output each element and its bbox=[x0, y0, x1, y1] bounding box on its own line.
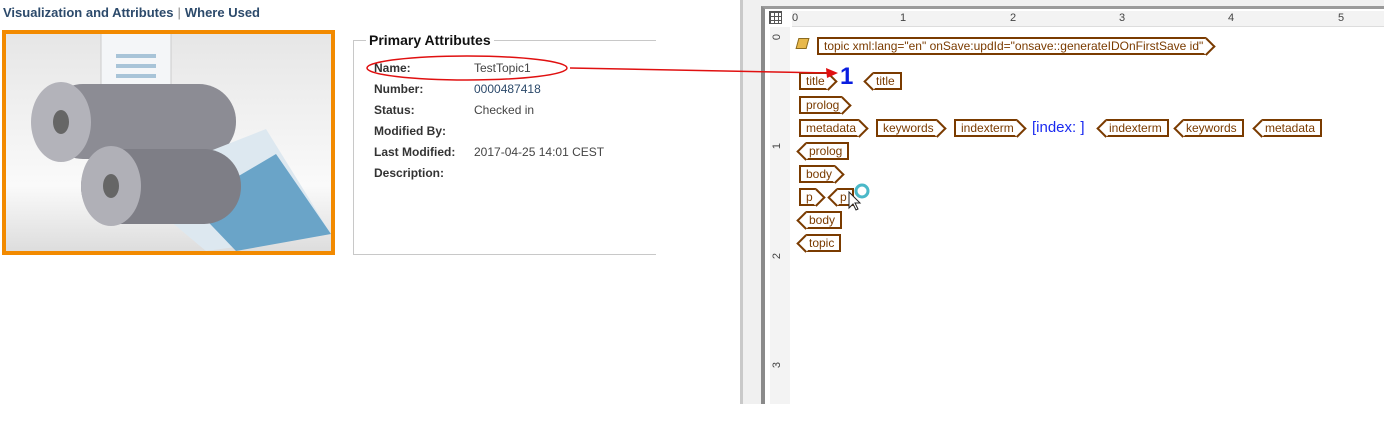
tab-where-used[interactable]: Where Used bbox=[184, 5, 260, 20]
attribute-row-last-modified: Last Modified: 2017-04-25 14:01 CEST bbox=[374, 145, 604, 159]
ruler-label: 5 bbox=[1338, 12, 1345, 24]
vertical-ruler: 0 1 2 3 bbox=[770, 27, 790, 404]
tag-keywords-open[interactable]: keywords bbox=[876, 119, 937, 137]
attribute-row-description: Description: bbox=[374, 166, 474, 180]
title-content[interactable]: 1 bbox=[840, 63, 854, 90]
tab-separator: | bbox=[177, 5, 181, 20]
tab-bar: Visualization and Attributes|Where Used bbox=[3, 5, 260, 20]
tag-title-open[interactable]: title bbox=[799, 72, 828, 90]
attribute-label: Description: bbox=[374, 166, 445, 180]
highlight-ellipse bbox=[366, 55, 568, 81]
attribute-value: Checked in bbox=[474, 103, 535, 117]
editor-canvas[interactable]: 0 1 2 3 4 5 0 1 2 3 bbox=[761, 6, 1384, 404]
attribute-value: 2017-04-25 14:01 CEST bbox=[474, 145, 605, 159]
ruler-label: 0 bbox=[792, 12, 799, 24]
attribute-label: Last Modified: bbox=[374, 145, 456, 159]
tag-keywords-close[interactable]: keywords bbox=[1183, 119, 1244, 137]
attribute-row-name: Name: TestTopic1 bbox=[374, 61, 531, 75]
attribute-value: TestTopic1 bbox=[474, 61, 531, 75]
primary-attributes-panel: Primary Attributes Name: TestTopic1 Numbe… bbox=[353, 32, 656, 255]
annotation-arrow bbox=[569, 67, 831, 74]
tag-metadata-close[interactable]: metadata bbox=[1262, 119, 1323, 137]
tag-metadata-open[interactable]: metadata bbox=[799, 119, 860, 137]
ruler-label: 3 bbox=[1119, 12, 1126, 24]
ruler-label: 1 bbox=[900, 12, 907, 24]
attribute-value[interactable]: 0000487418 bbox=[474, 82, 541, 96]
tag-title-close[interactable]: title bbox=[873, 72, 902, 90]
horizontal-ruler: 0 1 2 3 4 5 bbox=[792, 11, 1384, 27]
tab-visualization-attributes[interactable]: Visualization and Attributes bbox=[3, 5, 174, 20]
tag-body-close[interactable]: body bbox=[806, 211, 843, 229]
attribute-row-number: Number: 0000487418 bbox=[374, 82, 541, 96]
mouse-cursor-busy-icon bbox=[848, 183, 870, 211]
attribute-label: Number: bbox=[374, 82, 424, 96]
document-thumbnail bbox=[2, 30, 335, 255]
tag-topic-open[interactable]: topic xml:lang="en" onSave:updId="onsave… bbox=[817, 37, 1207, 55]
attribute-label: Status: bbox=[374, 103, 415, 117]
tag-p-open[interactable]: p bbox=[799, 188, 816, 206]
panel-title: Primary Attributes bbox=[366, 32, 494, 48]
ruler-label: 2 bbox=[1010, 12, 1017, 24]
printer-illustration bbox=[31, 34, 331, 251]
tag-prolog-close[interactable]: prolog bbox=[806, 142, 850, 160]
tag-indexterm-close[interactable]: indexterm bbox=[1106, 119, 1169, 137]
tag-prolog-open[interactable]: prolog bbox=[799, 96, 843, 114]
tag-topic-close[interactable]: topic bbox=[806, 234, 842, 252]
arrow-head-icon bbox=[826, 68, 838, 78]
attribute-row-modified-by: Modified By: bbox=[374, 124, 474, 138]
attribute-label: Name: bbox=[374, 61, 411, 75]
table-grid-icon[interactable] bbox=[769, 11, 782, 24]
index-content[interactable]: [index: ] bbox=[1032, 119, 1085, 136]
tag-body-open[interactable]: body bbox=[799, 165, 836, 183]
attribute-label: Modified By: bbox=[374, 124, 446, 138]
attribute-row-status: Status: Checked in bbox=[374, 103, 534, 117]
ruler-label: 4 bbox=[1228, 12, 1235, 24]
tag-indexterm-open[interactable]: indexterm bbox=[954, 119, 1017, 137]
